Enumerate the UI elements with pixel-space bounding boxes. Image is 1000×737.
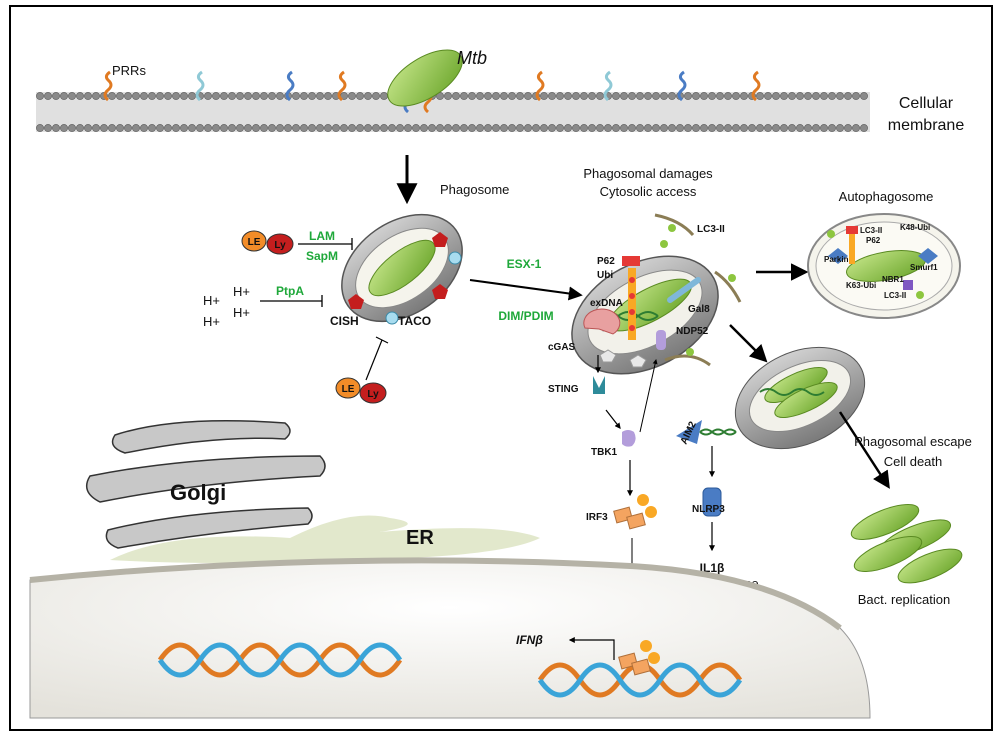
irf3-label: IRF3 xyxy=(586,512,608,523)
p62-label: P62 xyxy=(597,256,615,267)
cell-membrane xyxy=(36,92,870,132)
k48-label: K48-Ubi xyxy=(900,223,930,232)
auto-lc3ii-label: LC3-II xyxy=(860,226,882,235)
le-label: LE xyxy=(248,237,261,248)
cgas-protein xyxy=(583,308,621,335)
tbk1-label: TBK1 xyxy=(591,447,618,458)
late-endosome-icon xyxy=(241,230,267,252)
autophagosome xyxy=(807,213,961,319)
ruptured-phagosome xyxy=(734,346,866,450)
ly-label: Ly xyxy=(274,240,286,251)
gal8-label: Gal8 xyxy=(688,304,710,315)
golgi xyxy=(85,419,326,549)
figure-border xyxy=(9,5,993,731)
dim-pdim-label: DIM/PDIM xyxy=(498,309,553,323)
le-label-2: LE xyxy=(342,384,355,395)
nbr1-label: NBR1 xyxy=(882,275,904,284)
ifnb-arrow xyxy=(568,637,615,660)
nlrp3-label: NLRP3 xyxy=(692,504,725,515)
k63-label: K63-Ubi xyxy=(846,281,876,290)
er-label: ER xyxy=(406,527,434,549)
ly-label-2: Ly xyxy=(367,389,379,400)
escape-arrow xyxy=(729,324,768,363)
tbk1-protein xyxy=(622,430,636,447)
nlrp3-protein xyxy=(702,487,722,517)
proton-label-1: H+ xyxy=(203,293,220,308)
proton-label-3: H+ xyxy=(233,305,250,320)
p62-protein xyxy=(622,256,640,266)
membrane-label-2: membrane xyxy=(888,117,965,134)
gal8-protein xyxy=(667,277,701,303)
cish-protein xyxy=(348,294,364,309)
il1b-label: IL1β xyxy=(700,561,725,575)
mtb-bacterium xyxy=(387,49,463,107)
taco-protein xyxy=(448,251,462,265)
parkin-label: Parkin xyxy=(824,255,849,264)
sting-protein xyxy=(593,376,605,394)
mtb-label: Mtb xyxy=(457,48,487,68)
damages-label-1: Phagosomal damages xyxy=(583,166,713,181)
aim2-protein xyxy=(676,420,702,444)
escape-label-2: Cell death xyxy=(884,454,943,469)
bact-replication-label: Bact. replication xyxy=(858,592,951,607)
smurf1-label: Smurf1 xyxy=(910,263,938,272)
dna-helix-left xyxy=(157,642,403,678)
replicating-bacteria xyxy=(850,504,963,584)
exdna-label: exDNA xyxy=(590,298,623,309)
irf3-dna-bound xyxy=(618,640,660,676)
ptpa-label: PtpA xyxy=(276,284,304,298)
ubi-label: Ubi xyxy=(597,270,613,281)
proton-label-2: H+ xyxy=(233,284,250,299)
sapm-label: SapM xyxy=(306,249,338,263)
damage-arrow xyxy=(469,279,583,301)
nucleus xyxy=(29,557,871,719)
esx1-label: ESX-1 xyxy=(507,257,542,271)
phagosome-label: Phagosome xyxy=(440,182,509,197)
lam-label: LAM xyxy=(309,229,335,243)
golgi-label: Golgi xyxy=(170,480,226,505)
proton-label-4: H+ xyxy=(203,314,220,329)
late-endosome-icon-2 xyxy=(335,377,361,399)
sting-label: STING xyxy=(548,384,579,395)
cgas-label: cGAS xyxy=(548,342,576,353)
replication-arrow xyxy=(838,411,890,489)
er-membrane xyxy=(110,515,540,563)
prrs-label: PRRs xyxy=(112,63,146,78)
lysosome-icon xyxy=(266,233,294,255)
cish-label: CISH xyxy=(330,314,359,328)
ndp52-protein xyxy=(656,330,666,350)
lysosome-icon-2 xyxy=(359,382,387,404)
lc3ii-label: LC3-II xyxy=(697,224,725,235)
autophagosome-label: Autophagosome xyxy=(839,189,934,204)
ndp52-label: NDP52 xyxy=(676,326,709,337)
damages-label-2: Cytosolic access xyxy=(600,184,697,199)
auto-lc3ii-b-label: LC3-II xyxy=(884,291,906,300)
auto-p62-label: P62 xyxy=(866,236,881,245)
phagosome xyxy=(341,213,463,325)
ubiquitin-chain xyxy=(628,268,636,340)
irf3-protein xyxy=(613,494,657,530)
lc3-membrane xyxy=(654,213,695,237)
damaged-phagosome xyxy=(571,255,719,375)
membrane-label-1: Cellular xyxy=(899,95,954,112)
ifnb-label: IFNβ xyxy=(516,633,543,647)
taco-label: TACO xyxy=(398,314,431,328)
escape-label-1: Phagosomal escape xyxy=(854,434,972,449)
